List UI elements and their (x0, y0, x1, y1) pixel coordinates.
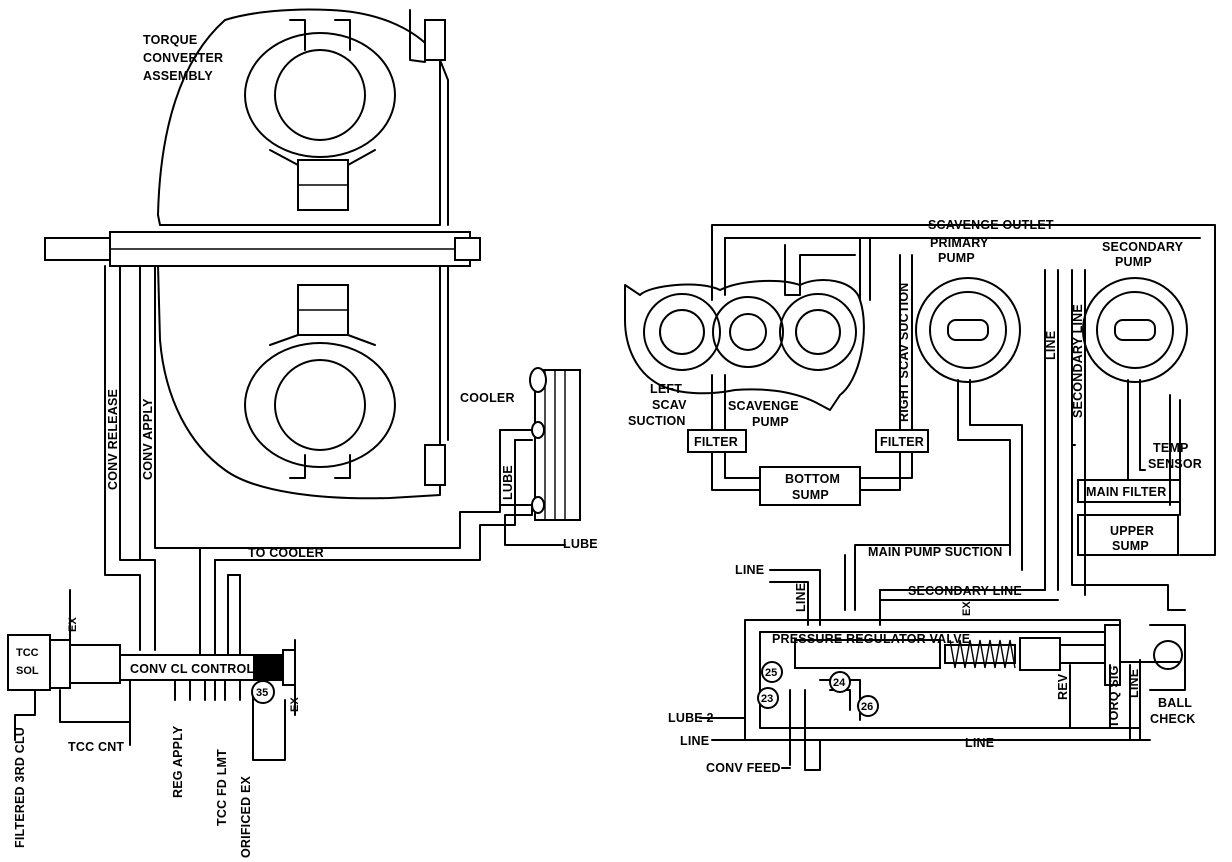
upper-sump-label-2: SUMP (1112, 539, 1149, 553)
conv-feed-label: CONV FEED (706, 761, 781, 775)
left-scav-suction-label-2: SCAV (652, 398, 687, 412)
reg-line-vertical-label: LINE (794, 583, 808, 612)
cooler (499, 367, 581, 546)
secondary-pump-label-1: SECONDARY (1102, 240, 1184, 254)
main-pump-suction-label: MAIN PUMP SUCTION (868, 545, 1002, 559)
filter-left-label: FILTER (694, 435, 738, 449)
ex-top-label: EX (67, 617, 79, 632)
reg-ex-label: EX (961, 601, 973, 616)
tcc-sol-label-2: SOL (16, 665, 39, 677)
lube-out-label: LUBE (563, 537, 598, 551)
orificed-ex-label: ORIFICED EX (239, 775, 253, 858)
scavenge-pump-label-1: SCAVENGE (728, 399, 799, 413)
reg-line-bottom-left-label: LINE (680, 734, 709, 748)
filter-right-label: FILTER (880, 435, 924, 449)
reg-secondary-line-label: SECONDARY LINE (908, 584, 1022, 598)
reg-line-bottom-label: LINE (965, 736, 994, 750)
ex-right-label: EX (289, 697, 301, 712)
rev-label: REV (1056, 673, 1070, 700)
secondary-pump-label-2: PUMP (1115, 255, 1152, 269)
orifice-23-label: 23 (761, 693, 773, 705)
converter-title-2: CONVERTER (143, 51, 223, 65)
scavenge-pump-label-2: PUMP (752, 415, 789, 429)
left-scav-suction-label-3: SUCTION (628, 414, 686, 428)
pressure-regulator-valve-label: PRESSURE REGULATOR VALVE (772, 632, 970, 646)
conv-cl-control-label: CONV CL CONTROL (130, 662, 254, 676)
orifice-25-label: 25 (765, 667, 777, 679)
lube-vertical-label: LUBE (501, 465, 515, 500)
scavenge-outlet-label: SCAVENGE OUTLET (928, 218, 1054, 232)
ball-check-label-1: BALL (1158, 696, 1192, 710)
pressure-regulator (744, 544, 1186, 771)
upper-sump-label-1: UPPER (1110, 524, 1154, 538)
conv-apply-label: CONV APPLY (141, 398, 155, 480)
temp-sensor-label-2: SENSOR (1148, 457, 1202, 471)
pump-system (624, 224, 1216, 611)
primary-pump-label-2: PUMP (938, 251, 975, 265)
left-scav-suction-label-1: LEFT (650, 382, 682, 396)
right-scav-suction-label: RIGHT SCAV SUCTION (897, 283, 911, 422)
converter-passages (104, 265, 516, 656)
lube-2-label: LUBE 2 (668, 711, 714, 725)
torque-converter (44, 8, 481, 500)
tcc-sol-label-1: TCC (16, 647, 39, 659)
torq-sig-label: TORQ SIG (1107, 666, 1121, 729)
converter-title-1: TORQUE (143, 33, 197, 47)
tcc-fd-lmt-label: TCC FD LMT (215, 749, 229, 826)
valve-35-label: 35 (256, 687, 268, 699)
main-filter-label: MAIN FILTER (1086, 485, 1166, 499)
primary-pump-label-1: PRIMARY (930, 236, 989, 250)
ball-check-label-2: CHECK (1150, 712, 1195, 726)
cooler-label: COOLER (460, 391, 515, 405)
bottom-sump-label-2: SUMP (792, 488, 829, 502)
orifice-26-label: 26 (861, 701, 873, 713)
reg-apply-label: REG APPLY (171, 725, 185, 798)
converter-title-3: ASSEMBLY (143, 69, 213, 83)
reg-line-right-vertical-label: LINE (1127, 669, 1141, 698)
reg-line-left-label: LINE (735, 563, 764, 577)
tcc-valve-body (7, 589, 296, 761)
orifice-24-label: 24 (833, 677, 846, 689)
to-cooler-label: TO COOLER (248, 546, 324, 560)
bottom-sump-label-1: BOTTOM (785, 472, 840, 486)
filtered-3rd-clu-label: FILTERED 3RD CLU (13, 727, 27, 848)
conv-release-label: CONV RELEASE (106, 389, 120, 490)
secondary-line-vertical-label: SECONDARY LINE (1071, 304, 1085, 418)
tcc-cnt-label: TCC CNT (68, 740, 124, 754)
temp-sensor-label-1: TEMP (1153, 441, 1189, 455)
line-vertical-label: LINE (1044, 331, 1058, 360)
